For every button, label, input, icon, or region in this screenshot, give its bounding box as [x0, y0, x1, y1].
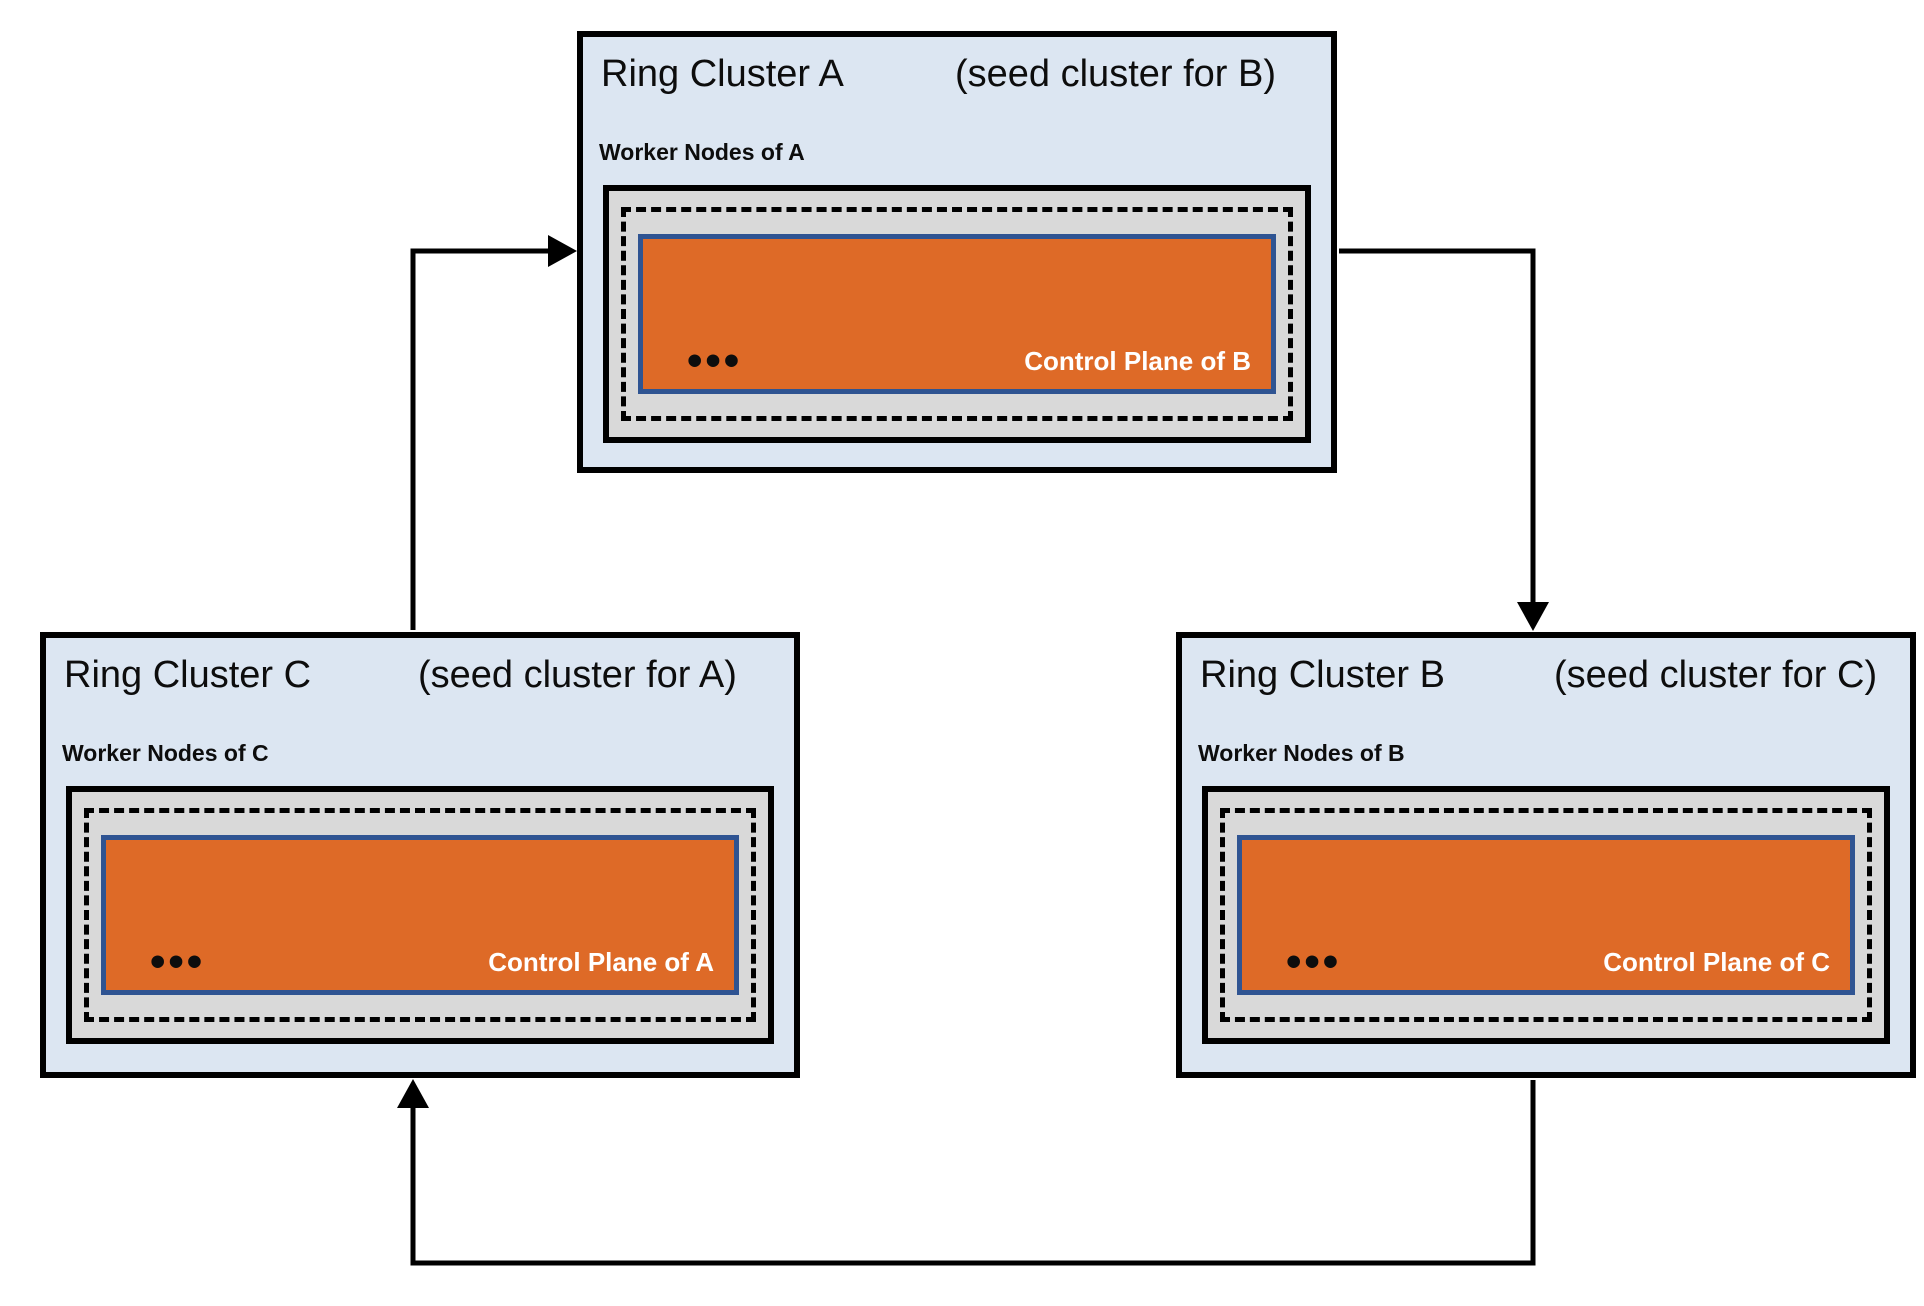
- cluster-b-title: Ring Cluster B: [1200, 654, 1445, 696]
- cluster-c-ellipsis-dots: •••: [150, 937, 206, 986]
- cluster-c-seed-note: (seed cluster for A): [418, 654, 737, 696]
- cluster-a-seed-note: (seed cluster for B): [955, 53, 1276, 95]
- cluster-b-box: Ring Cluster B (seed cluster for C) Work…: [1176, 632, 1916, 1078]
- cluster-c-worker-nodes-label: Worker Nodes of C: [62, 740, 269, 766]
- cluster-a-title: Ring Cluster A: [601, 53, 844, 95]
- cluster-a-control-plane-box: ••• Control Plane of B: [638, 234, 1276, 394]
- cluster-a-dashed-boundary: ••• Control Plane of B: [621, 207, 1293, 421]
- cluster-a-worker-nodes-box: ••• Control Plane of B: [603, 185, 1311, 443]
- cluster-b-worker-nodes-box: ••• Control Plane of C: [1202, 786, 1890, 1044]
- cluster-b-worker-nodes-label: Worker Nodes of B: [1198, 740, 1405, 766]
- cluster-c-box: Ring Cluster C (seed cluster for A) Work…: [40, 632, 800, 1078]
- cluster-b-dashed-boundary: ••• Control Plane of C: [1220, 808, 1872, 1022]
- cluster-c-title: Ring Cluster C: [64, 654, 312, 696]
- cluster-a-ellipsis-dots: •••: [687, 336, 743, 385]
- arrow-a-to-b: [1339, 248, 1549, 631]
- cluster-b-control-plane-box: ••• Control Plane of C: [1237, 835, 1855, 995]
- arrow-b-to-c: [397, 1079, 1536, 1266]
- cluster-c-control-plane-label: Control Plane of A: [488, 947, 714, 977]
- cluster-c-worker-nodes-box: ••• Control Plane of A: [66, 786, 774, 1044]
- cluster-c-dashed-boundary: ••• Control Plane of A: [84, 808, 756, 1022]
- cluster-a-worker-nodes-label: Worker Nodes of A: [599, 139, 805, 165]
- cluster-b-control-plane-label: Control Plane of C: [1603, 947, 1830, 977]
- cluster-b-ellipsis-dots: •••: [1286, 937, 1342, 986]
- arrow-c-to-a: [410, 235, 577, 630]
- cluster-a-control-plane-label: Control Plane of B: [1024, 346, 1251, 376]
- cluster-a-box: Ring Cluster A (seed cluster for B) Work…: [577, 31, 1337, 473]
- cluster-b-seed-note: (seed cluster for C): [1554, 654, 1878, 696]
- cluster-c-control-plane-box: ••• Control Plane of A: [101, 835, 739, 995]
